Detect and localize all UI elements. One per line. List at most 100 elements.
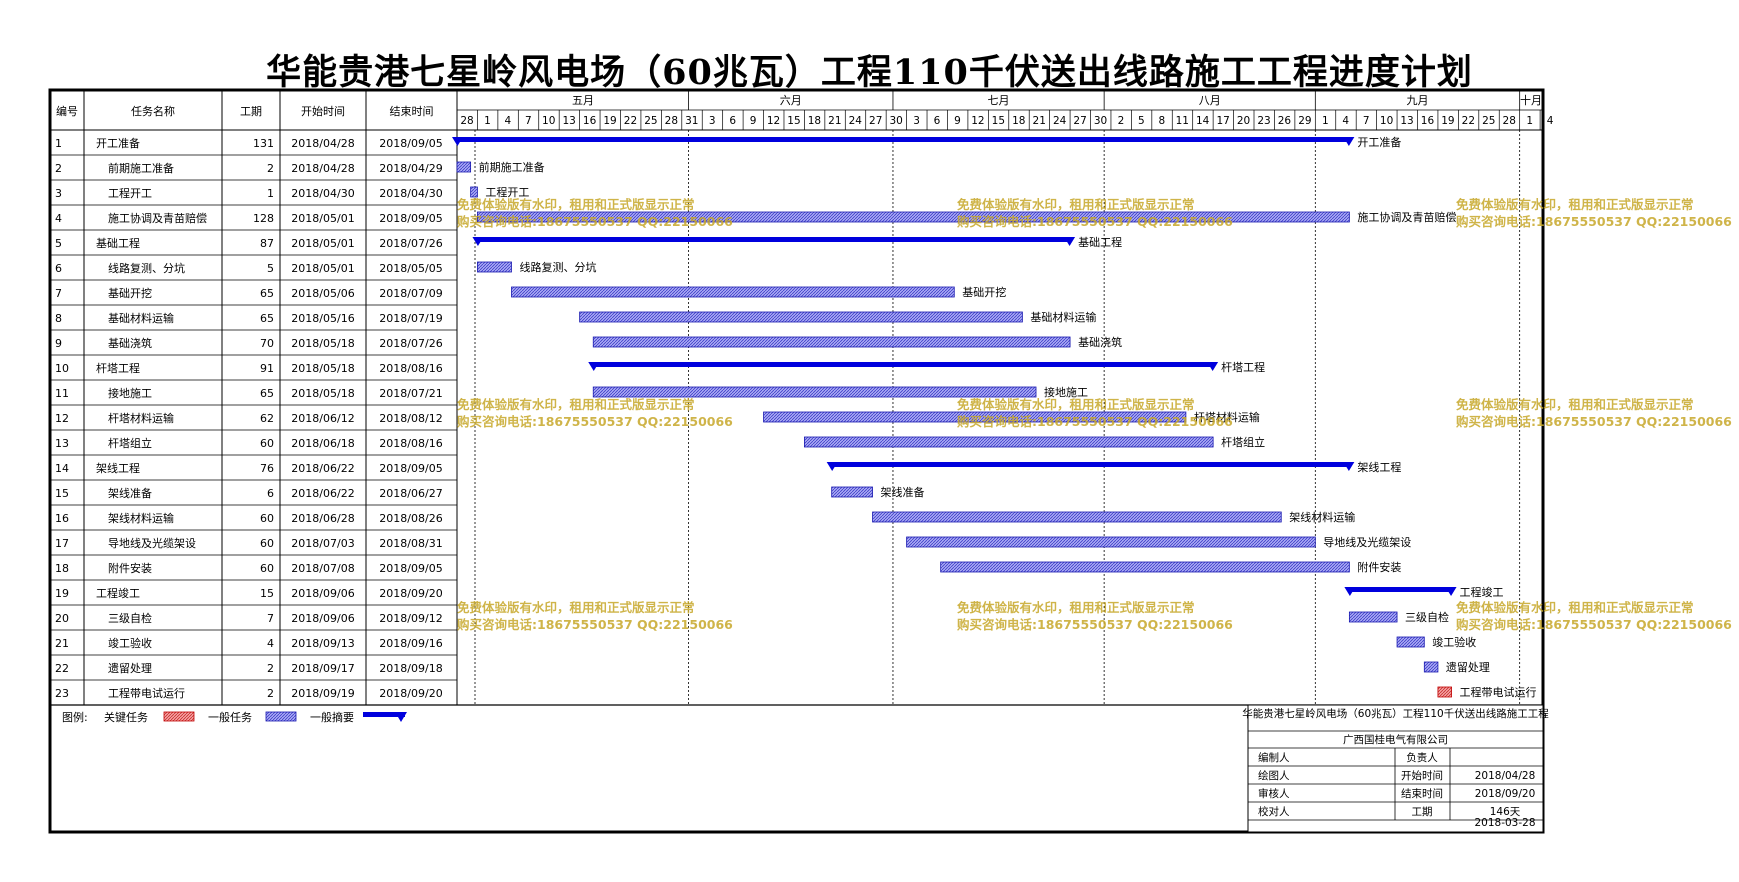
task-duration: 91 [260, 362, 274, 375]
task-duration: 65 [260, 312, 274, 325]
bar-label: 杆塔材料运输 [1194, 410, 1260, 424]
summary-bar[interactable] [472, 237, 1076, 246]
bar-label: 工程带电试运行 [1460, 686, 1537, 699]
task-start: 2018/05/16 [291, 312, 354, 325]
task-bar[interactable] [470, 186, 478, 198]
task-name: 基础工程 [96, 237, 140, 250]
task-bar[interactable] [763, 411, 1187, 423]
task-name: 施工协调及青苗赔偿 [108, 211, 207, 225]
task-bar[interactable] [592, 386, 1037, 398]
bar-label: 架线工程 [1357, 460, 1401, 474]
task-bar[interactable] [804, 436, 1214, 448]
column-header: 开始时间 [301, 104, 345, 118]
task-bar[interactable] [872, 511, 1282, 523]
task-duration: 1 [267, 187, 274, 200]
task-bar[interactable] [940, 561, 1350, 573]
watermark-line1: 免费体验版有水印，租用和正式版显示正常 [957, 197, 1195, 212]
legend-item: 一般任务 [208, 711, 297, 724]
summary-bar[interactable] [826, 462, 1355, 471]
task-end: 2018/08/16 [379, 437, 442, 450]
legend-label: 关键任务 [104, 710, 148, 724]
day-tick-label: 4 [1547, 115, 1554, 127]
watermark-line2: 购买咨询电话:18675550537 QQ:22150066 [957, 414, 1233, 429]
day-tick-label: 10 [542, 115, 555, 127]
task-duration: 2 [267, 662, 274, 675]
info-value: 2018/04/28 [1475, 770, 1536, 782]
task-bar[interactable] [579, 311, 1023, 323]
task-id: 6 [55, 262, 62, 275]
task-bar[interactable] [592, 336, 1071, 348]
watermark-line2: 购买咨询电话:18675550537 QQ:22150066 [457, 414, 733, 429]
legend-title: 图例: [62, 710, 88, 724]
task-bar[interactable] [1348, 611, 1398, 623]
day-tick-label: 16 [583, 115, 597, 127]
watermark-line2: 购买咨询电话:18675550537 QQ:22150066 [1456, 617, 1732, 632]
bar-label: 前期施工准备 [479, 160, 545, 174]
watermark-line1: 免费体验版有水印，租用和正式版显示正常 [457, 397, 695, 412]
task-start: 2018/07/03 [291, 537, 354, 550]
day-tick-label: 18 [1012, 115, 1025, 127]
task-end: 2018/09/05 [379, 212, 442, 225]
bar-label: 工程竣工 [1460, 585, 1504, 599]
task-bar[interactable] [1423, 661, 1439, 673]
task-bar[interactable] [477, 261, 512, 273]
watermark-line2: 购买咨询电话:18675550537 QQ:22150066 [1456, 214, 1732, 229]
info-label: 工期 [1412, 806, 1433, 818]
column-header: 编号 [56, 104, 78, 118]
task-bar[interactable] [456, 161, 472, 173]
summary-bar[interactable] [452, 137, 1355, 146]
task-duration: 131 [253, 137, 274, 150]
summary-bar[interactable] [1344, 587, 1457, 596]
task-name: 遗留处理 [108, 661, 152, 675]
task-name: 基础材料运输 [108, 311, 174, 325]
legend-item: 一般摘要 [310, 710, 407, 724]
task-end: 2018/07/26 [379, 337, 442, 350]
task-bar[interactable] [906, 536, 1316, 548]
task-bar[interactable] [511, 286, 955, 298]
task-duration: 62 [260, 412, 274, 425]
task-duration: 2 [267, 162, 274, 175]
task-id: 19 [55, 587, 69, 600]
summary-bar[interactable] [588, 362, 1219, 371]
task-duration: 60 [260, 537, 274, 550]
watermark-line1: 免费体验版有水印，租用和正式版显示正常 [1456, 600, 1694, 615]
day-tick-label: 28 [665, 115, 678, 127]
task-start: 2018/09/19 [291, 687, 354, 700]
task-id: 11 [55, 387, 69, 400]
task-end: 2018/09/05 [379, 137, 442, 150]
task-bar[interactable] [477, 211, 1350, 223]
day-tick-label: 1 [1322, 115, 1329, 127]
bar-label: 基础浇筑 [1078, 335, 1122, 349]
task-start: 2018/05/06 [291, 287, 354, 300]
task-bar[interactable] [1396, 636, 1425, 648]
task-bar[interactable] [831, 486, 873, 498]
task-start: 2018/05/01 [291, 262, 354, 275]
critical-task-bar[interactable] [1437, 686, 1452, 698]
